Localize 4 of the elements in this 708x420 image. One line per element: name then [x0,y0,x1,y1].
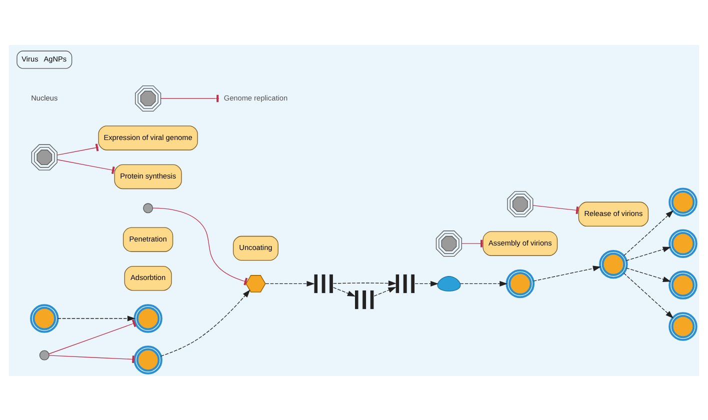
node-text: Genome replication [224,92,288,102]
legend-label: Virus [22,54,38,64]
label: Nucleus [31,92,58,102]
legend-label: AgNPs [44,54,67,64]
